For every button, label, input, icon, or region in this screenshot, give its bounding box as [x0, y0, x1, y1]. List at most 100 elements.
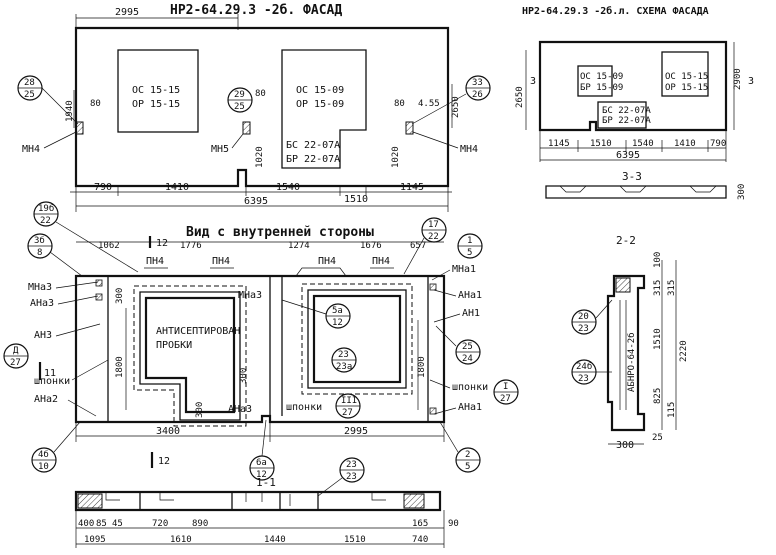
inner-right-mna1: МНа1	[452, 264, 476, 275]
scheme-left-dim: 2650	[515, 86, 525, 108]
svg-text:Д: Д	[13, 346, 19, 356]
facade-dim-80-2: 80	[255, 89, 266, 99]
scheme-op-2-l2: ОР 15-15	[665, 83, 708, 93]
inner-secmark-12-bottom: 12	[158, 456, 170, 467]
facade-dim-80-1: 80	[90, 99, 101, 109]
section22-dim-2220: 2220	[679, 340, 689, 362]
inner-bdim-2: 2995	[344, 426, 368, 437]
scheme-dim-3: 1540	[632, 139, 654, 149]
inner-tdim-2: 1776	[180, 241, 202, 251]
inner-mid-ana3: АНа3	[228, 404, 252, 415]
inner-callout-3b: 3б8	[27, 233, 83, 277]
section22-dim-825: 825	[653, 388, 663, 404]
inner-title: Вид с внутренней стороны	[186, 225, 374, 240]
scheme-door-l1: БС 22-07А	[602, 106, 651, 116]
svg-text:25: 25	[462, 342, 473, 352]
svg-text:24б: 24б	[576, 361, 592, 372]
svg-text:23: 23	[346, 460, 357, 470]
svg-text:10: 10	[38, 462, 49, 472]
scheme-op-1-l2: БР 15-09	[580, 83, 623, 93]
section11-bdim-1: 1095	[84, 535, 106, 545]
facade-dim-455: 4.55	[418, 99, 440, 109]
inner-pn4-4: ПН4	[372, 256, 390, 267]
facade-panel	[74, 26, 450, 188]
facade-anchor-label-2: МН5	[211, 144, 229, 155]
inner-pn4-3: ПН4	[318, 256, 336, 267]
svg-text:6а: 6а	[256, 458, 267, 468]
scheme-door-l2: БР 22-07А	[602, 116, 651, 126]
inner-view: Вид с внутренней стороны 1062 1776 1274 …	[3, 201, 519, 481]
inner-tdim-5: 657	[410, 241, 426, 251]
inner-right-an1: АН1	[462, 308, 480, 319]
scheme-op-2	[661, 51, 709, 97]
facade-dim-80-3: 80	[394, 99, 405, 109]
section11-tdim-3: 45	[112, 519, 123, 529]
facade-opening-2-l1: ОС 15-09	[296, 85, 344, 96]
svg-text:27: 27	[10, 358, 21, 368]
inner-antisept-2: ПРОБКИ	[156, 340, 192, 351]
section11-tdim-1: 400	[78, 519, 94, 529]
scheme-op-1-l1: ОС 15-09	[580, 72, 623, 82]
svg-text:8: 8	[37, 248, 42, 258]
inner-anchor-3	[429, 283, 437, 291]
inner-callout-2: 25	[439, 421, 481, 473]
inner-left-ana3: АНа3	[30, 298, 54, 309]
svg-text:III: III	[341, 396, 357, 406]
inner-antisept-1: АНТИСЕПТИРОВАН	[156, 326, 240, 337]
inner-secmark-12-top: 12	[156, 238, 168, 249]
svg-text:23: 23	[578, 374, 589, 384]
scheme-view: НР2-64.29.3 -2б.л. СХЕМА ФАСАДА ОС 15-09…	[515, 5, 754, 200]
scheme-op-2-l1: ОС 15-15	[665, 72, 708, 82]
svg-text:17: 17	[428, 220, 439, 230]
facade-bdim-5: 1145	[400, 182, 424, 193]
inner-right-shponki: шпонки	[452, 382, 488, 393]
scheme-section-label: 3-3	[622, 170, 642, 183]
inner-tdim-3: 1274	[288, 241, 310, 251]
svg-text:20: 20	[578, 312, 589, 322]
scheme-op-1	[577, 65, 613, 97]
svg-text:5: 5	[465, 462, 470, 472]
inner-left-mna3: МНа3	[28, 282, 52, 293]
scheme-total: 6395	[616, 150, 640, 161]
scheme-mark-1: 3	[530, 76, 536, 87]
inner-anchor-4	[429, 407, 437, 415]
inner-left-shponki: шпонки	[34, 376, 70, 387]
section22-bdim-25: 25	[652, 433, 663, 443]
inner-opening-right	[307, 289, 407, 389]
svg-text:23: 23	[346, 472, 357, 482]
section11-bdim-2: 1610	[170, 535, 192, 545]
scheme-dim-4: 1410	[674, 139, 696, 149]
facade-dim-1020-2: 1020	[391, 146, 401, 168]
svg-text:29: 29	[234, 90, 245, 100]
inner-anchor-1	[95, 279, 103, 287]
facade-bdim-3: 1540	[276, 182, 300, 193]
section11-tdim-5: 890	[192, 519, 208, 529]
section22-bdim-300: 300	[616, 440, 634, 451]
svg-text:12: 12	[256, 470, 267, 480]
svg-text:24: 24	[462, 354, 473, 364]
inner-left-an3: АН3	[34, 330, 52, 341]
svg-text:25: 25	[234, 102, 245, 112]
facade-bdim-2: 1410	[165, 182, 189, 193]
inner-tdim-4: 1676	[360, 241, 382, 251]
facade-bdim-1: 790	[94, 182, 112, 193]
svg-text:27: 27	[500, 394, 511, 404]
section11-bdim-3: 1440	[264, 535, 286, 545]
inner-pn4-1: ПН4	[146, 256, 164, 267]
facade-left-h: 1940	[65, 100, 75, 122]
svg-text:23а: 23а	[336, 362, 352, 372]
facade-anchor-mid	[242, 121, 251, 135]
scheme-door	[597, 101, 647, 129]
facade-door-l2: БР 22-07А	[286, 154, 340, 165]
